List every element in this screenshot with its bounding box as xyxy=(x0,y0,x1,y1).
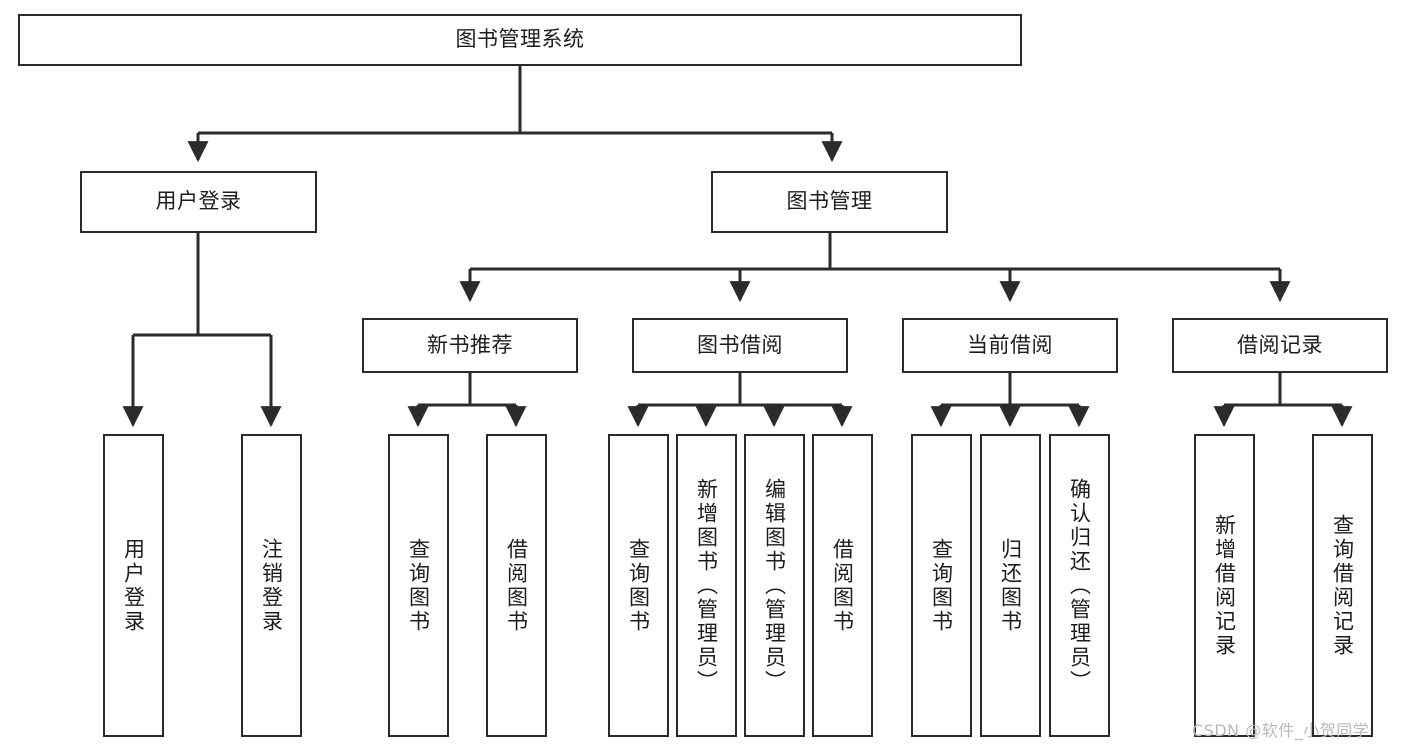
leaf-return-book[interactable]: 归还图书 xyxy=(980,434,1041,737)
node-label: 新增图书（管理员） xyxy=(694,477,719,694)
node-label: 新书推荐 xyxy=(427,332,513,357)
leaf-user-logout[interactable]: 注销登录 xyxy=(241,434,302,737)
node-label: 用户登录 xyxy=(155,189,242,214)
node-label: 借阅图书 xyxy=(830,537,855,634)
node-label: 查询图书 xyxy=(929,537,954,634)
node-new-book-recommend[interactable]: 新书推荐 xyxy=(362,318,578,373)
leaf-query-book-current[interactable]: 查询图书 xyxy=(911,434,972,737)
node-label: 图书借阅 xyxy=(697,332,783,357)
leaf-add-book-admin[interactable]: 新增图书（管理员） xyxy=(676,434,737,737)
node-book-management[interactable]: 图书管理 xyxy=(711,171,948,233)
leaf-query-borrow-record[interactable]: 查询借阅记录 xyxy=(1312,434,1373,737)
node-label: 归还图书 xyxy=(998,537,1023,634)
node-label: 图书管理系统 xyxy=(455,27,585,52)
node-label: 编辑图书（管理员） xyxy=(762,477,787,694)
leaf-query-book-recommend[interactable]: 查询图书 xyxy=(388,434,449,737)
node-label: 图书管理 xyxy=(786,189,873,214)
node-label: 当前借阅 xyxy=(967,332,1053,357)
leaf-confirm-return-admin[interactable]: 确认归还（管理员） xyxy=(1049,434,1110,737)
leaf-query-book-borrow[interactable]: 查询图书 xyxy=(608,434,669,737)
node-borrow-record[interactable]: 借阅记录 xyxy=(1172,318,1388,373)
node-root-system[interactable]: 图书管理系统 xyxy=(18,14,1022,66)
node-current-borrow[interactable]: 当前借阅 xyxy=(902,318,1118,373)
node-label: 查询图书 xyxy=(406,537,431,634)
node-label: 查询图书 xyxy=(626,537,651,634)
csdn-watermark: CSDN @软件_小贺同学 xyxy=(1192,721,1370,740)
node-label: 借阅图书 xyxy=(504,537,529,634)
node-label: 用户登录 xyxy=(121,537,146,634)
node-user-login[interactable]: 用户登录 xyxy=(80,171,317,233)
node-label: 注销登录 xyxy=(259,537,284,634)
leaf-user-login[interactable]: 用户登录 xyxy=(103,434,164,737)
node-label: 借阅记录 xyxy=(1237,332,1323,357)
node-label: 查询借阅记录 xyxy=(1330,513,1355,658)
node-book-borrow[interactable]: 图书借阅 xyxy=(632,318,848,373)
node-label: 新增借阅记录 xyxy=(1212,513,1237,658)
leaf-borrow-book-recommend[interactable]: 借阅图书 xyxy=(486,434,547,737)
leaf-borrow-book[interactable]: 借阅图书 xyxy=(812,434,873,737)
leaf-add-borrow-record[interactable]: 新增借阅记录 xyxy=(1194,434,1255,737)
leaf-edit-book-admin[interactable]: 编辑图书（管理员） xyxy=(744,434,805,737)
node-label: 确认归还（管理员） xyxy=(1067,477,1092,694)
